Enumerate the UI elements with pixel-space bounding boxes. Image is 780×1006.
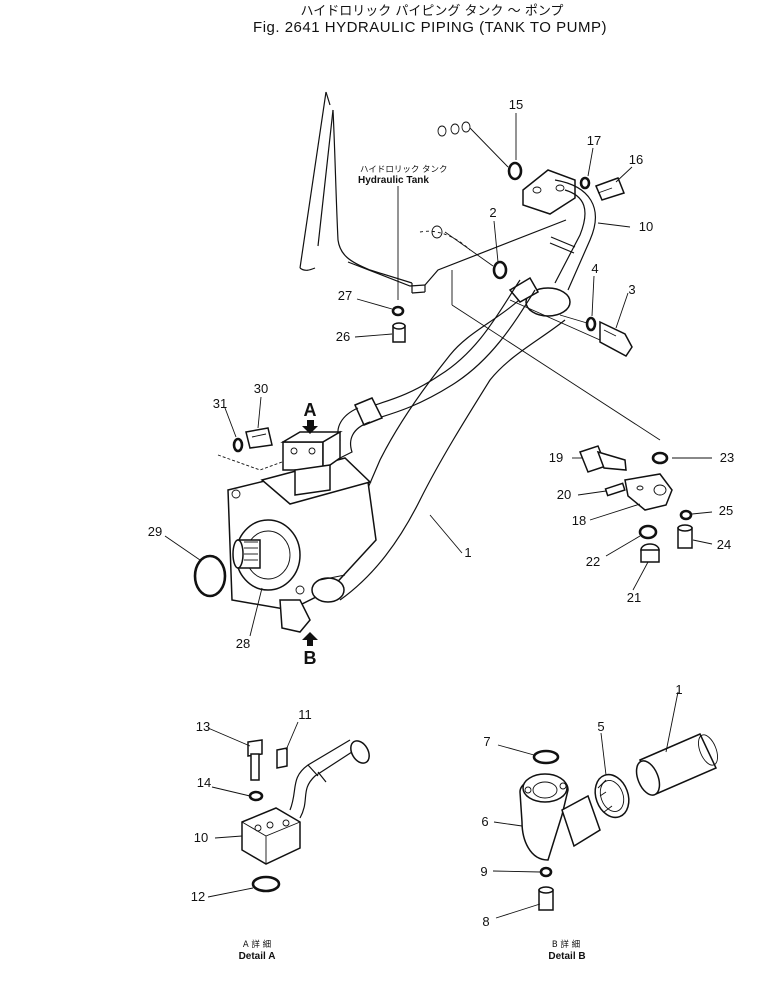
washer-17 [579,176,591,190]
callout-27: 27 [338,288,352,303]
o-ring-2 [492,260,508,280]
detail-b: 7 5 1 6 9 8 B 詳 細 Detail B [480,682,718,962]
callout-29: 29 [148,524,162,539]
o-ring-15 [507,161,523,181]
callout-2: 2 [489,205,496,220]
callout-10: 10 [639,219,653,234]
washer-31 [232,437,244,453]
pin-20 [604,482,626,497]
bolt-16 [594,177,625,201]
callout-26: 26 [336,329,350,344]
callout-17: 17 [587,133,601,148]
detail-b-callout-6: 6 [481,814,488,829]
view-a-arrow [302,420,318,434]
callout-31: 31 [213,396,227,411]
hydraulic-tank [299,91,567,294]
elbow-18 [624,473,673,511]
callout-16: 16 [629,152,643,167]
callout-3: 3 [628,282,635,297]
tank-label: Hydraulic Tank [358,175,429,186]
detail-a-callout-14: 14 [197,775,211,790]
plug-21 [640,543,660,563]
callout-18: 18 [572,513,586,528]
callout-19: 19 [549,450,563,465]
hydraulic-pump [227,430,377,633]
callout-15: 15 [509,97,523,112]
detail-a-callout-10: 10 [194,830,208,845]
washer-4 [585,316,597,332]
washer-27 [391,305,405,317]
main-callouts: 15 17 16 10 2 4 3 27 26 30 31 29 28 1 19… [148,97,734,651]
callout-22: 22 [586,554,600,569]
fitting-19 [579,445,627,473]
detail-a: 13 11 14 10 12 A 詳 細 Detail A [191,707,370,962]
callout-20: 20 [557,487,571,502]
callout-21: 21 [627,590,641,605]
detail-a-callout-11: 11 [298,707,312,722]
view-a-label: A [304,400,317,420]
callout-30: 30 [254,381,268,396]
detail-b-caption-japanese: B 詳 細 [552,939,580,950]
callout-23: 23 [720,450,734,465]
o-ring-23 [651,451,669,465]
title-japanese: ハイドロリック パイピング タンク 〜 ポンプ [301,4,564,19]
tank-label-japanese: ハイドロリック タンク [360,165,448,175]
view-b-arrow [302,632,318,646]
detail-b-callout-9: 9 [480,864,487,879]
view-b-label: B [304,648,317,668]
callout-4: 4 [591,261,598,276]
pipe-10-assembly [522,169,596,291]
plug-26 [392,322,406,343]
gasket-22 [638,524,658,540]
detail-b-caption: Detail B [548,951,585,962]
drain-line [329,279,536,459]
callout-28: 28 [236,636,250,651]
detail-b-callout-8: 8 [482,914,489,929]
detail-a-caption-japanese: A 詳 細 [243,939,271,950]
figure-title: Fig. 2641 HYDRAULIC PIPING (TANK TO PUMP… [253,19,607,36]
callout-24: 24 [717,537,731,552]
detail-b-callout-5: 5 [597,719,604,734]
washer-25 [679,509,693,521]
detail-a-caption: Detail A [239,951,276,962]
detail-b-callout-1: 1 [675,682,682,697]
detail-a-callout-13: 13 [196,719,210,734]
detail-a-callout-12: 12 [191,889,205,904]
detail-b-callout-7: 7 [483,734,490,749]
bolt-24 [677,524,693,549]
bolt-30 [245,427,273,449]
callout-1: 1 [464,545,471,560]
callout-25: 25 [719,503,733,518]
o-ring-29 [193,554,227,598]
bolt-3 [599,320,633,357]
